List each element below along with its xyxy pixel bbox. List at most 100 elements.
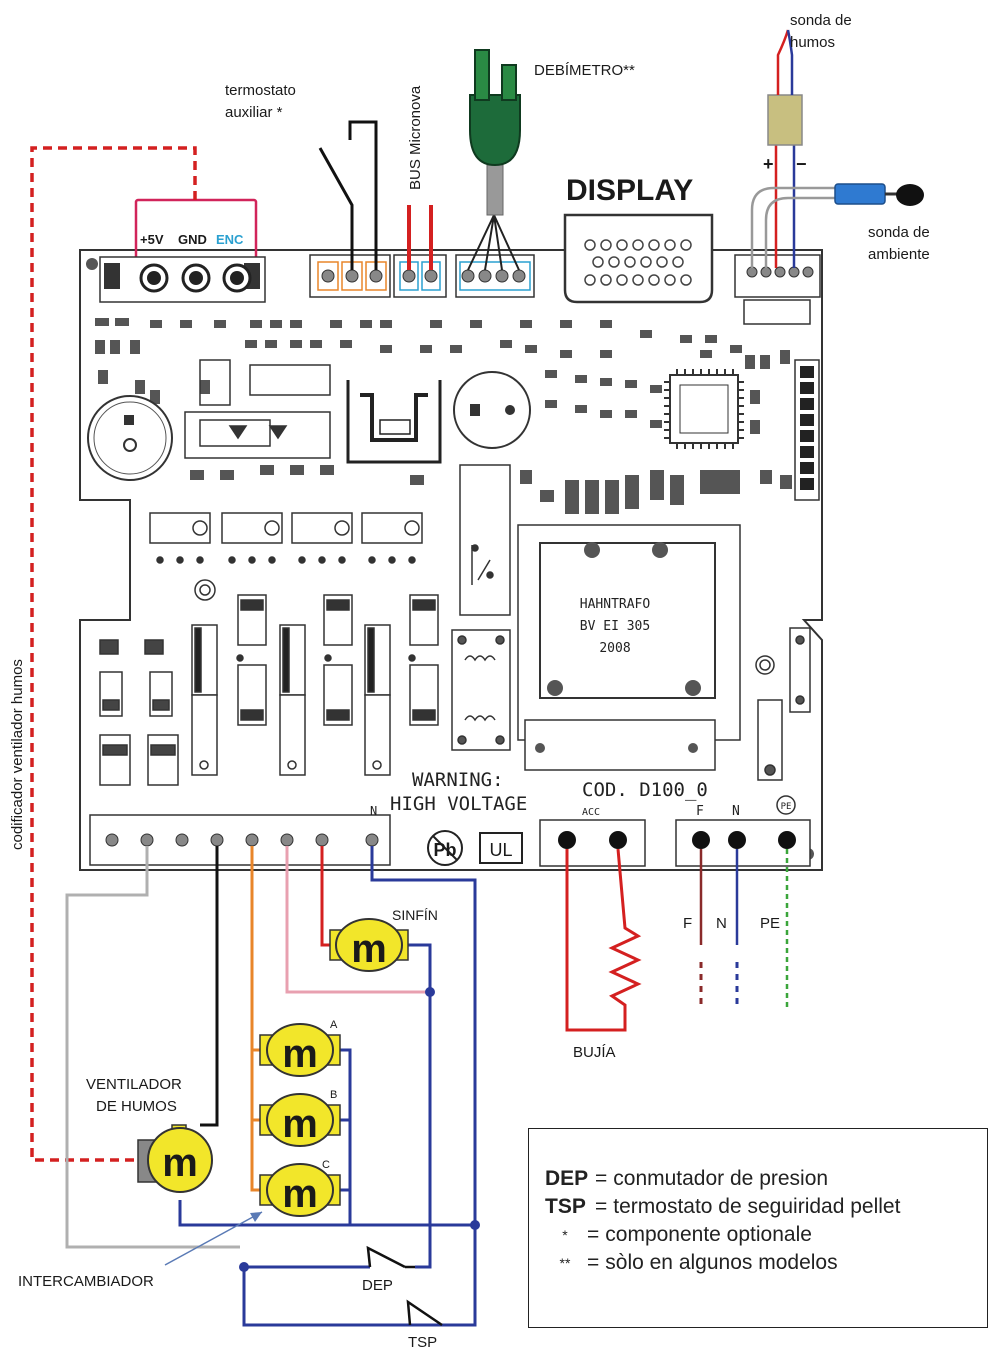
warning-label-1: WARNING:: [412, 769, 504, 791]
legend-text: sòlo en algunos modelos: [605, 1251, 838, 1274]
compliance-marks: Pb UL: [427, 830, 523, 866]
transformer-label-1: HAHNTRAFO: [580, 597, 651, 612]
bus-micronova-label: BUS Micronova: [407, 85, 424, 190]
motor-symbol: m: [351, 927, 387, 971]
wire-n-label: N: [716, 915, 727, 932]
sonda-ambiente-label-1: sonda de: [868, 224, 930, 241]
orange-wire: [250, 846, 265, 1192]
sonda-humos-label-2: humos: [790, 34, 835, 51]
warning-label-2: HIGH VOLTAGE: [390, 793, 527, 815]
intercambiador-arrow: [164, 1211, 263, 1266]
igniter-connector: [539, 819, 646, 867]
wire-pe-label: PE: [760, 915, 780, 932]
motor-b-label: B: [330, 1089, 337, 1101]
transformer-label-2: BV EI 305: [580, 619, 650, 634]
arrow-head-icon: [250, 1212, 262, 1222]
debimetro-sensor: [455, 49, 535, 298]
legend-key: DEP: [545, 1167, 589, 1190]
minus-sign: −: [796, 154, 807, 174]
legend-key: **: [559, 1255, 571, 1271]
motor-symbol: m: [162, 1141, 198, 1185]
legend-row-models: ** = sòlo en algunos modelos: [545, 1249, 987, 1277]
pb-free-mark: Pb: [433, 840, 456, 860]
blue-neutral-wire: [178, 846, 477, 1327]
terminal-n-label: N: [370, 804, 377, 818]
aux-thermostat-switch: [318, 120, 378, 270]
room-probe: [750, 183, 924, 268]
optocouplers: [149, 512, 423, 601]
plus-sign: +: [763, 154, 774, 174]
legend-row-dep: DEP = conmutador de presion: [545, 1167, 829, 1190]
bus-micronova-connector: [393, 205, 447, 298]
legend-text: termostato de seguiridad pellet: [613, 1195, 901, 1218]
termostato-label-2: auxiliar *: [225, 104, 283, 121]
smoke-probe: [767, 29, 803, 268]
pink-wire: [285, 846, 430, 994]
power-resistors: [99, 594, 439, 786]
thermostat-connector: [309, 254, 391, 298]
tsp-label: TSP: [408, 1334, 437, 1351]
right-header-strip: [794, 359, 820, 501]
bujia-label: BUJÍA: [573, 1044, 616, 1061]
junction-dot: [425, 987, 435, 997]
debimetro-label: DEBÍMETRO**: [534, 62, 635, 79]
motor-symbol: m: [282, 1172, 318, 1216]
motor-c-label: C: [322, 1159, 330, 1171]
codificador-label: codificador ventilador humos: [9, 659, 26, 850]
exchanger-motor-b: m B: [259, 1089, 341, 1147]
smoke-fan-motor: m: [137, 1124, 213, 1193]
sinfin-label: SINFÍN: [392, 907, 438, 923]
ventilador-label-1: VENTILADOR: [86, 1076, 182, 1093]
board-code: COD. D100_0: [582, 779, 708, 801]
exchanger-motor-c: m C: [259, 1159, 341, 1217]
termostato-label-1: termostato: [225, 82, 296, 99]
ventilador-label-2: DE HUMOS: [96, 1098, 177, 1115]
motor-a-label: A: [330, 1019, 338, 1031]
display-label: DISPLAY: [566, 174, 693, 207]
legend-key: TSP: [545, 1195, 586, 1218]
display-connector: [563, 213, 714, 304]
triacs: [191, 624, 416, 776]
dep-switch: [366, 1245, 415, 1269]
capacitor-left: [87, 395, 173, 481]
legend-row-tsp: TSP = termostato de seguiridad pellet: [545, 1195, 901, 1218]
terminal-n2-label: N: [732, 804, 740, 819]
legend: DEP = conmutador de presion TSP = termos…: [528, 1128, 988, 1328]
motor-symbol: m: [282, 1032, 318, 1076]
fuse-component: [755, 627, 811, 781]
sonda-ambiente-label-2: ambiente: [868, 246, 930, 263]
wire-f-label: F: [683, 915, 692, 932]
transformer-label-3: 2008: [599, 641, 630, 656]
ul-mark: UL: [489, 840, 512, 860]
grey-wire: [65, 846, 240, 1249]
black-wire: [200, 846, 219, 1127]
relay-rl1: [459, 464, 511, 616]
probe-connector: [734, 254, 821, 325]
regulator-component: [346, 380, 442, 464]
intercambiador-label: INTERCAMBIADOR: [18, 1273, 154, 1290]
acc-label: ACC: [582, 807, 600, 818]
encoder-connector: +5V GND ENC: [99, 198, 266, 303]
legend-key: *: [562, 1227, 568, 1243]
legend-text: conmutador de presion: [613, 1167, 829, 1190]
terminal-pe-label: PE: [781, 802, 792, 812]
igniter-wire: [565, 848, 642, 1032]
transformer: HAHNTRAFO BV EI 305 2008: [517, 524, 741, 771]
junction-dot: [470, 1220, 480, 1230]
main-terminal-block: [89, 814, 391, 866]
legend-text: componente optionale: [605, 1223, 812, 1246]
exchanger-motor-a: m A: [259, 1019, 341, 1077]
legend-row-optional: * = componente optionale: [545, 1221, 987, 1249]
buzzer: [453, 371, 531, 449]
tsp-switch: [406, 1299, 443, 1327]
junction-dot: [239, 1262, 249, 1272]
sinfin-motor: m: [329, 918, 409, 972]
encoder-enc-label: ENC: [216, 232, 244, 247]
serial-block: [184, 359, 331, 459]
dep-label: DEP: [362, 1277, 393, 1294]
encoder-5v-label: +5V: [140, 232, 164, 247]
sonda-humos-label-1: sonda de: [790, 12, 852, 29]
terminal-f-label: F: [696, 804, 704, 819]
power-connector: [675, 819, 811, 867]
